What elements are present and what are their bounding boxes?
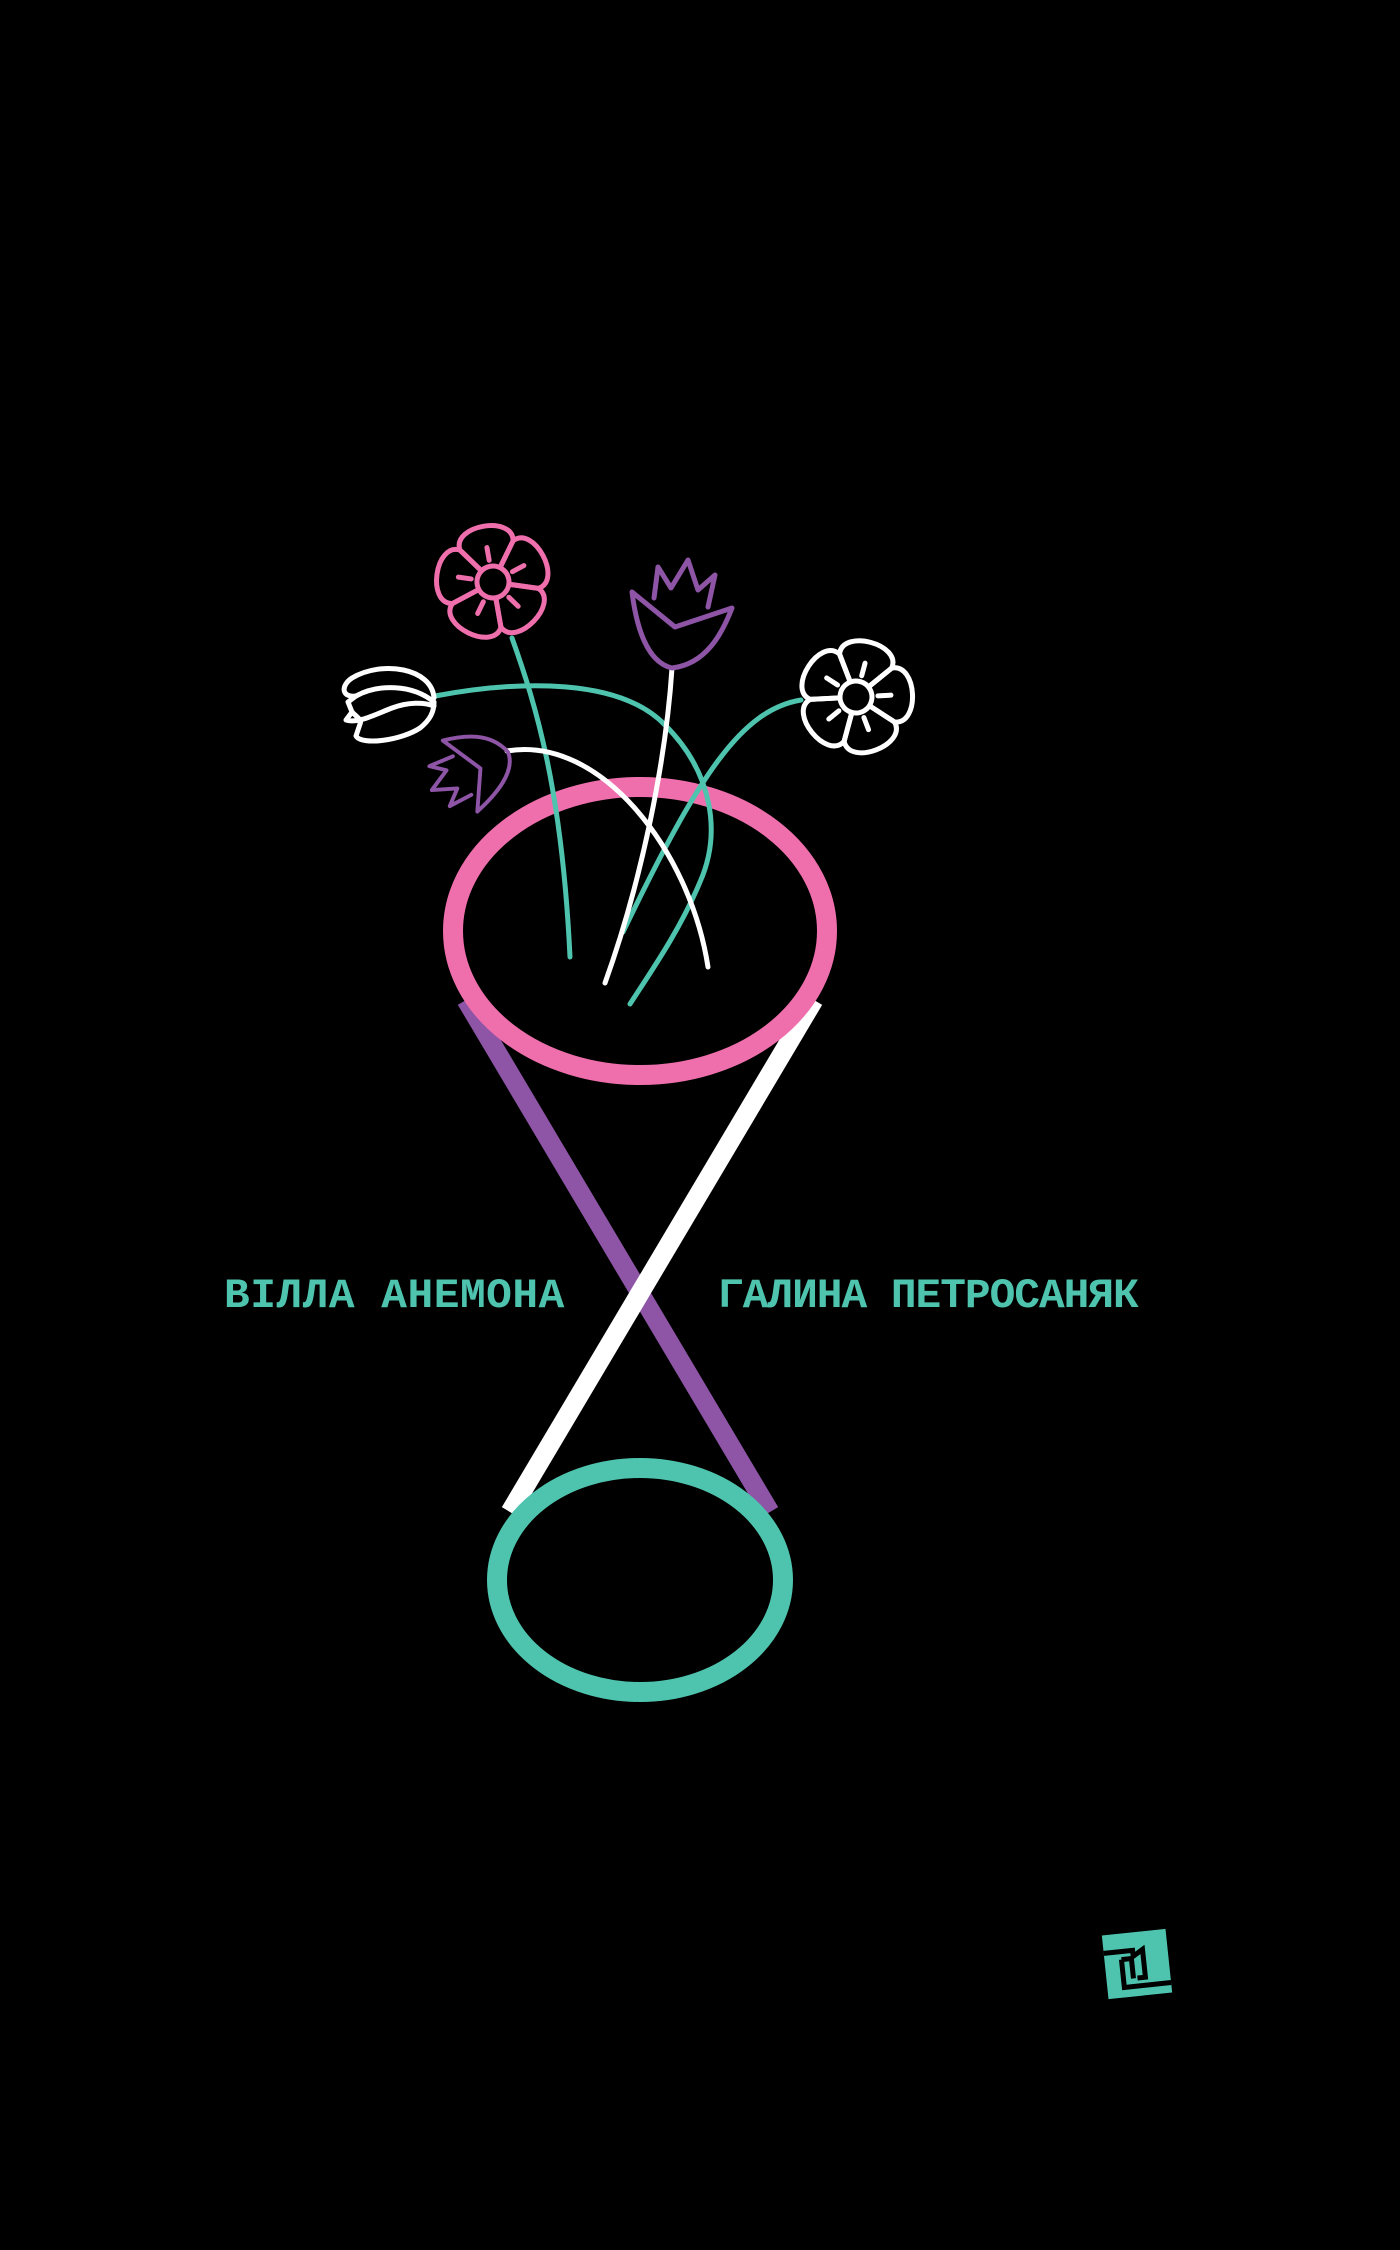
vase-white-side	[501, 995, 823, 1517]
book-author: ГАЛИНА ПЕТРОСАНЯК	[718, 1272, 1139, 1320]
stem-white-bud	[432, 683, 714, 1007]
vase-purple-side	[457, 995, 779, 1517]
stem-small-purple-tulip	[504, 747, 711, 970]
vase-top-ring	[443, 777, 837, 1085]
tulip-icon-small-purple	[410, 711, 528, 828]
book-title: ВІЛЛА АНЕМОНА	[224, 1272, 565, 1320]
bud-icon-white	[341, 665, 437, 744]
anemone-icon-pink	[422, 516, 565, 654]
stem-purple-tulip	[602, 665, 675, 986]
vase-bottom-ring	[487, 1458, 793, 1702]
stem-pink-anemone	[509, 635, 573, 960]
publisher-logo-icon	[1101, 1928, 1173, 2000]
stem-white-anemone	[620, 697, 804, 935]
tulip-icon-purple	[632, 560, 732, 668]
